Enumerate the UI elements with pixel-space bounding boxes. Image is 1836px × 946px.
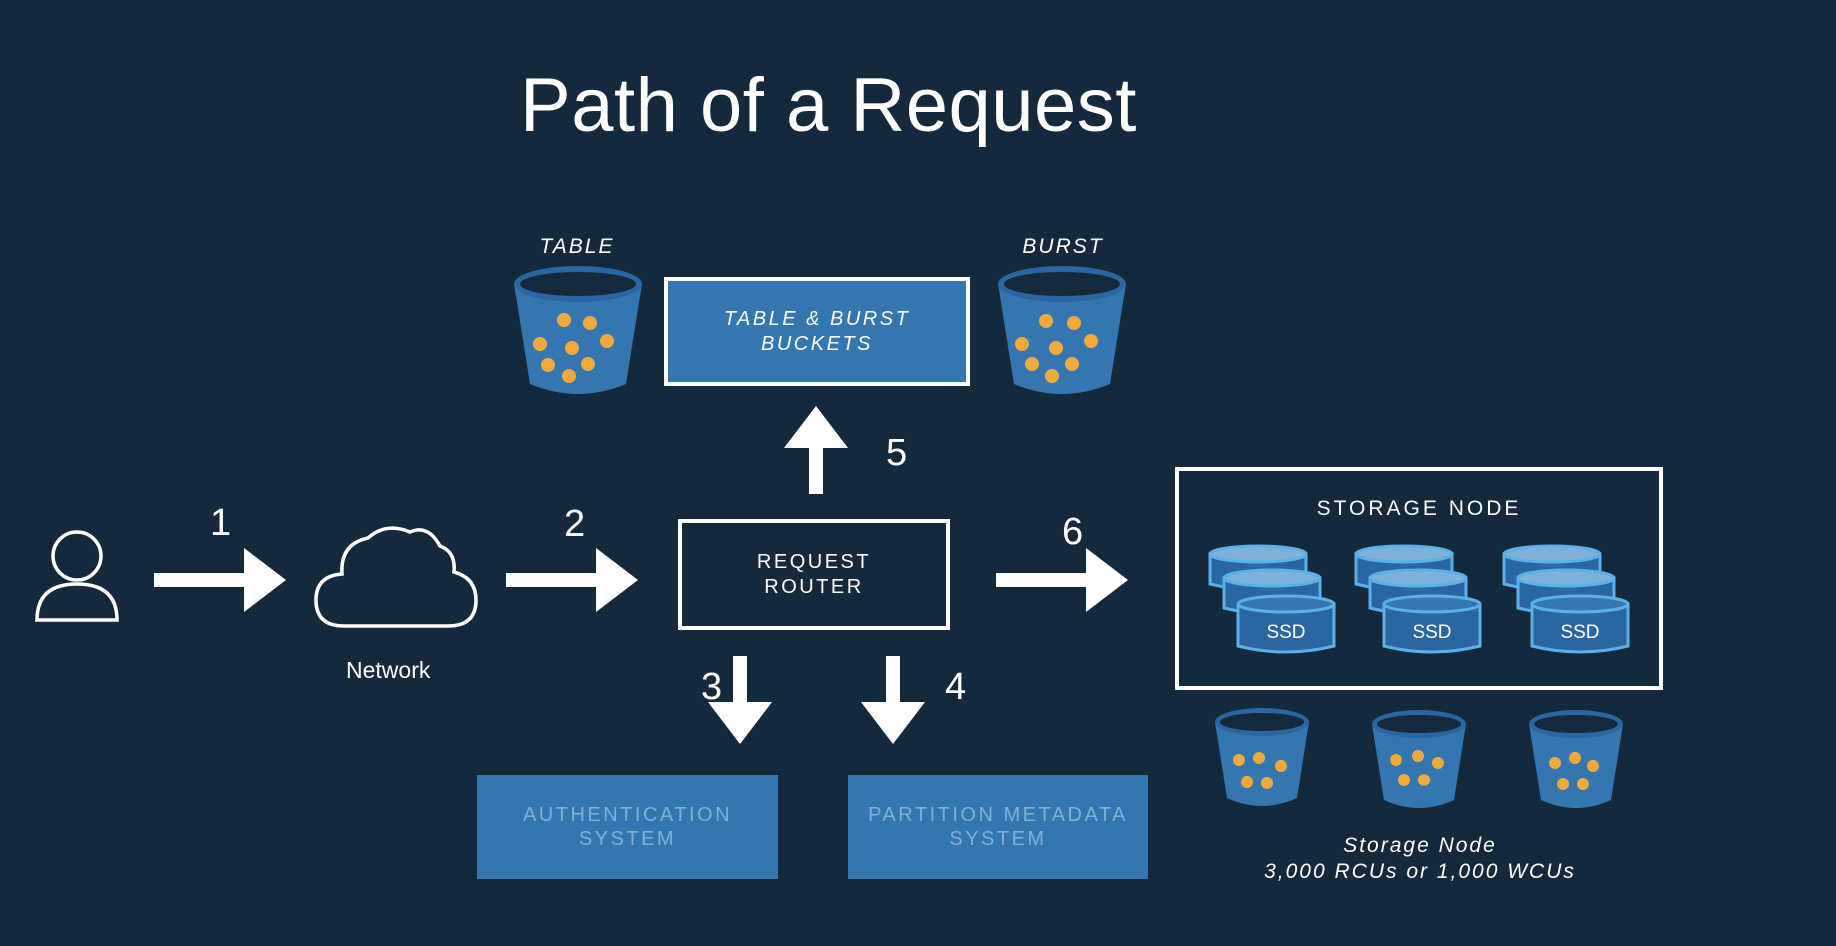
arrow-5-icon: [784, 406, 848, 494]
table-burst-buckets-box: TABLE & BURST BUCKETS: [664, 277, 970, 386]
burst-bucket-icon: [998, 266, 1126, 394]
arrow-1-icon: [154, 548, 286, 612]
ssd-2-label: SSD: [1412, 622, 1451, 643]
arrow-6-icon: [996, 548, 1128, 612]
storage-caption-line2: 3,000 RCUs or 1,000 WCUs: [1264, 860, 1576, 884]
storage-node-caption: Storage Node 3,000 RCUs or 1,000 WCUs: [1220, 833, 1620, 886]
ssd-1-label: SSD: [1266, 622, 1305, 643]
arrow-3-icon: [708, 656, 772, 744]
request-router-line1: REQUEST: [756, 551, 872, 574]
partition-metadata-system-line2: SYSTEM: [949, 828, 1047, 850]
step-3-label: 3: [701, 666, 723, 708]
storage-bucket-1-icon: [1215, 708, 1309, 806]
table-bucket-label: TABLE: [539, 235, 615, 258]
table-bucket-icon: [514, 266, 642, 394]
request-router-line2: ROUTER: [764, 575, 864, 598]
storage-node-box: STORAGE NODE: [1175, 467, 1663, 690]
burst-bucket-label: BURST: [1022, 235, 1104, 258]
network-label: Network: [346, 657, 431, 683]
step-4-label: 4: [945, 666, 967, 708]
step-2-label: 2: [564, 503, 586, 545]
network-cloud-icon: [314, 526, 478, 628]
ssd-stack-3-icon: SSD: [1502, 544, 1630, 654]
storage-caption-line1: Storage Node: [1343, 834, 1497, 857]
user-icon: [35, 530, 119, 622]
ssd-stack-2-icon: SSD: [1354, 544, 1482, 654]
table-burst-buckets-line1: TABLE & BURST: [723, 308, 911, 331]
step-1-label: 1: [210, 502, 232, 544]
table-burst-buckets-line2: BUCKETS: [761, 332, 873, 355]
step-5-label: 5: [886, 432, 908, 474]
storage-bucket-3-icon: [1529, 710, 1623, 808]
step-6-label: 6: [1062, 511, 1084, 553]
partition-metadata-system-box: PARTITION METADATA SYSTEM: [848, 775, 1148, 879]
partition-metadata-system-line1: PARTITION METADATA: [868, 803, 1128, 826]
request-router-box: REQUEST ROUTER: [678, 519, 950, 630]
authentication-system-line1: AUTHENTICATION: [522, 803, 733, 826]
arrow-2-icon: [506, 548, 638, 612]
storage-bucket-2-icon: [1372, 710, 1466, 808]
arrow-4-icon: [861, 656, 925, 744]
authentication-system-line2: SYSTEM: [578, 828, 677, 850]
storage-node-title: STORAGE NODE: [1316, 497, 1522, 520]
authentication-system-box: AUTHENTICATION SYSTEM: [477, 775, 778, 879]
ssd-stack-1-icon: SSD: [1208, 544, 1336, 654]
page-title: Path of a Request: [520, 63, 1137, 148]
ssd-3-label: SSD: [1560, 622, 1599, 643]
